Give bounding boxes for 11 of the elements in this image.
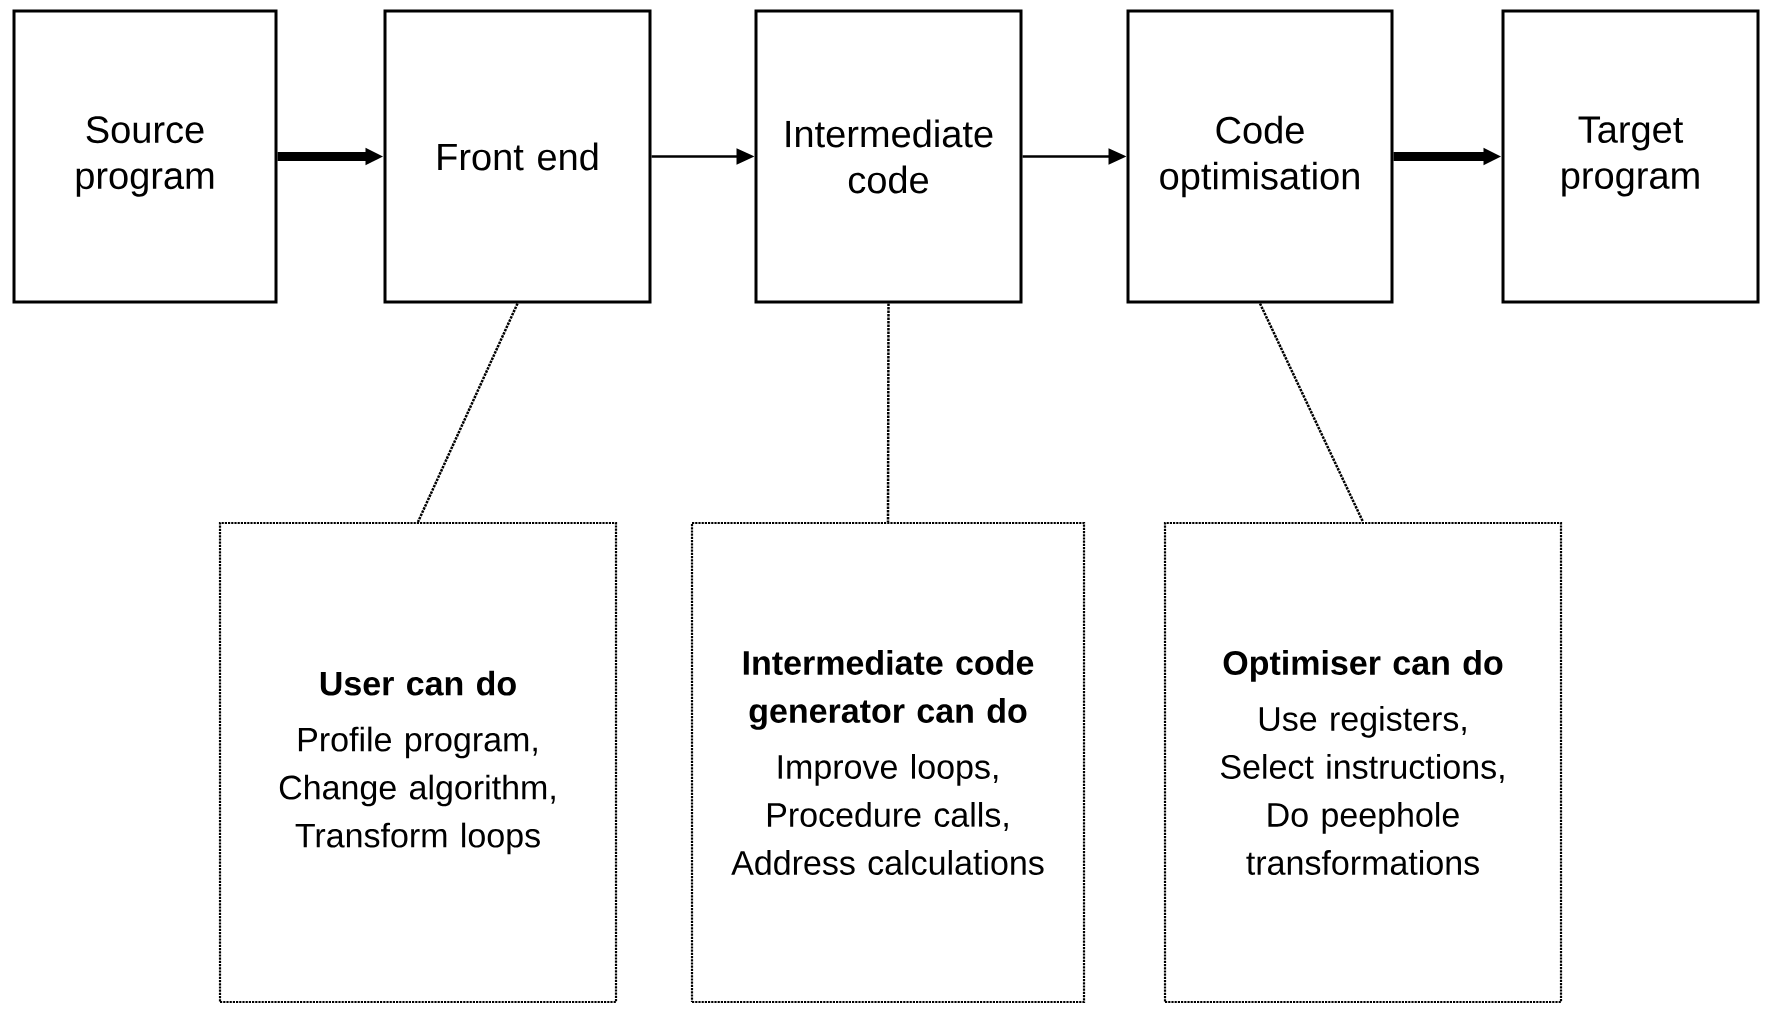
process-box: Source program [12, 9, 278, 304]
note-box: Optimiser can do Use registers, Select instructions, Do peephole transformations [1163, 521, 1563, 1004]
process-box: Front end [383, 9, 652, 304]
process-box: Target program [1501, 9, 1760, 304]
process-box: Intermediate code [754, 9, 1023, 304]
note-box: Intermediate code generator can do Improve loops, Procedure calls, Address calculations [690, 521, 1086, 1004]
leader-line [1258, 302, 1365, 523]
note-box: User can do Profile program, Change algorithm, Transform loops [218, 521, 618, 1004]
leader-line [886, 303, 890, 522]
process-box: Code optimisation [1126, 9, 1394, 304]
leader-line [416, 303, 519, 523]
